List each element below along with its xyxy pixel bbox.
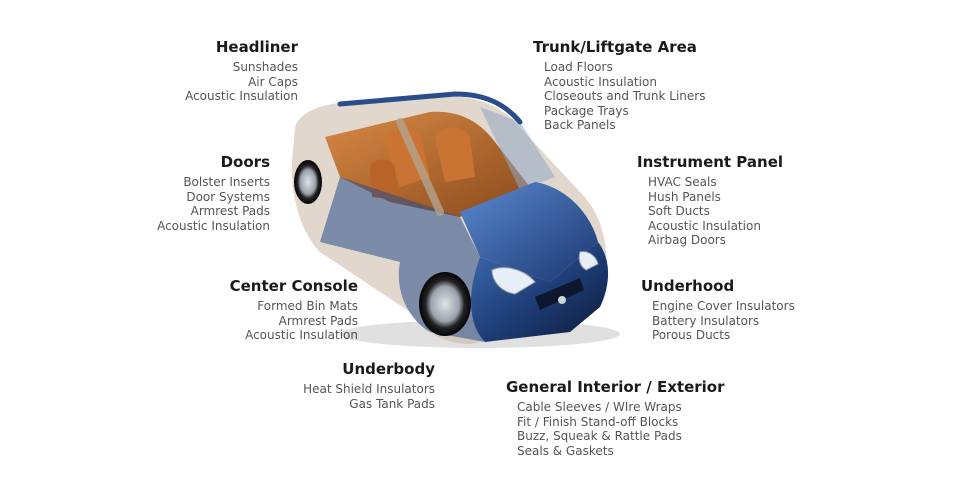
car-pillar bbox=[396, 118, 444, 216]
list-item: Package Trays bbox=[544, 103, 629, 118]
list-item: Closeouts and Trunk Liners bbox=[544, 89, 706, 104]
underhood-heading: Underhood bbox=[641, 277, 735, 295]
trunk-heading: Trunk/Liftgate Area bbox=[533, 38, 697, 56]
list-item: Armrest Pads bbox=[278, 313, 358, 328]
headliner-heading: Headliner bbox=[215, 38, 298, 56]
general-items: Cable Sleeves / WIre Wraps Fit / Finish … bbox=[506, 400, 725, 458]
center-console-items: Formed Bin Mats Armrest Pads Acoustic In… bbox=[230, 299, 358, 343]
list-item: Engine Cover Insulators bbox=[652, 299, 795, 313]
center-console-group: Center Console Formed Bin Mats Armrest P… bbox=[230, 276, 358, 343]
list-item: Back Panels bbox=[544, 118, 616, 133]
car-headlight bbox=[491, 267, 536, 295]
doors-items: Bolster Inserts Door Systems Armrest Pad… bbox=[157, 175, 270, 233]
car-windshield bbox=[480, 107, 555, 190]
center-console-heading: Center Console bbox=[229, 277, 358, 295]
list-item: Buzz, Squeak & Rattle Pads bbox=[517, 429, 682, 444]
list-item: Door Systems bbox=[186, 189, 270, 204]
instrument-panel-items: HVAC Seals Hush Panels Soft Ducts Acoust… bbox=[637, 175, 783, 248]
list-item: Armrest Pads bbox=[190, 204, 270, 219]
list-item: Soft Ducts bbox=[648, 204, 710, 219]
instrument-panel-group: Instrument Panel HVAC Seals Hush Panels … bbox=[637, 152, 783, 248]
headliner-group: Headliner Sunshades Air Caps Acoustic In… bbox=[185, 37, 298, 104]
list-item: Acoustic Insulation bbox=[544, 74, 657, 89]
car-seat bbox=[435, 127, 475, 182]
car-front-wheel bbox=[419, 272, 471, 336]
list-item: Porous Ducts bbox=[652, 328, 731, 343]
list-item: Acoustic Insulation bbox=[185, 89, 298, 104]
trunk-items: Load Floors Acoustic Insulation Closeout… bbox=[533, 60, 705, 133]
list-item: Acoustic Insulation bbox=[648, 218, 761, 233]
car-cutaway-icon bbox=[291, 91, 620, 348]
underbody-group: Underbody Heat Shield Insulators Gas Tan… bbox=[303, 359, 435, 411]
car-logo bbox=[558, 296, 566, 304]
car-headlight bbox=[578, 251, 599, 271]
list-item: Cable Sleeves / WIre Wraps bbox=[517, 400, 682, 414]
doors-heading: Doors bbox=[220, 153, 270, 171]
list-item: Formed Bin Mats bbox=[257, 299, 358, 313]
list-item: Fit / Finish Stand-off Blocks bbox=[517, 414, 679, 429]
list-item: Acoustic Insulation bbox=[157, 218, 270, 233]
doors-group: Doors Bolster Inserts Door Systems Armre… bbox=[157, 152, 270, 233]
list-item: Load Floors bbox=[544, 60, 613, 74]
list-item: Seals & Gaskets bbox=[517, 443, 614, 458]
list-item: Air Caps bbox=[248, 74, 298, 89]
car-grille bbox=[535, 278, 584, 310]
instrument-panel-heading: Instrument Panel bbox=[637, 153, 784, 171]
list-item: Airbag Doors bbox=[648, 233, 726, 248]
list-item: HVAC Seals bbox=[648, 175, 717, 189]
list-item: Acoustic Insulation bbox=[245, 328, 358, 343]
list-item: Battery Insulators bbox=[652, 313, 760, 328]
list-item: Bolster Inserts bbox=[183, 175, 270, 189]
car-roof-rail bbox=[337, 91, 523, 125]
underhood-items: Engine Cover Insulators Battery Insulato… bbox=[641, 299, 795, 343]
list-item: Heat Shield Insulators bbox=[303, 382, 435, 396]
underbody-items: Heat Shield Insulators Gas Tank Pads bbox=[303, 382, 435, 411]
trunk-group: Trunk/Liftgate Area Load Floors Acoustic… bbox=[533, 37, 705, 133]
list-item: Sunshades bbox=[232, 60, 298, 74]
car-hood bbox=[460, 182, 598, 282]
general-heading: General Interior / Exterior bbox=[506, 378, 725, 396]
list-item: Gas Tank Pads bbox=[349, 396, 435, 411]
underbody-heading: Underbody bbox=[342, 360, 435, 378]
car-rear-wheel bbox=[294, 160, 322, 204]
underhood-group: Underhood Engine Cover Insulators Batter… bbox=[641, 276, 795, 343]
list-item: Hush Panels bbox=[648, 189, 721, 204]
headliner-items: Sunshades Air Caps Acoustic Insulation bbox=[185, 60, 298, 104]
general-group: General Interior / Exterior Cable Sleeve… bbox=[506, 377, 725, 458]
car-front-bumper bbox=[470, 242, 609, 342]
